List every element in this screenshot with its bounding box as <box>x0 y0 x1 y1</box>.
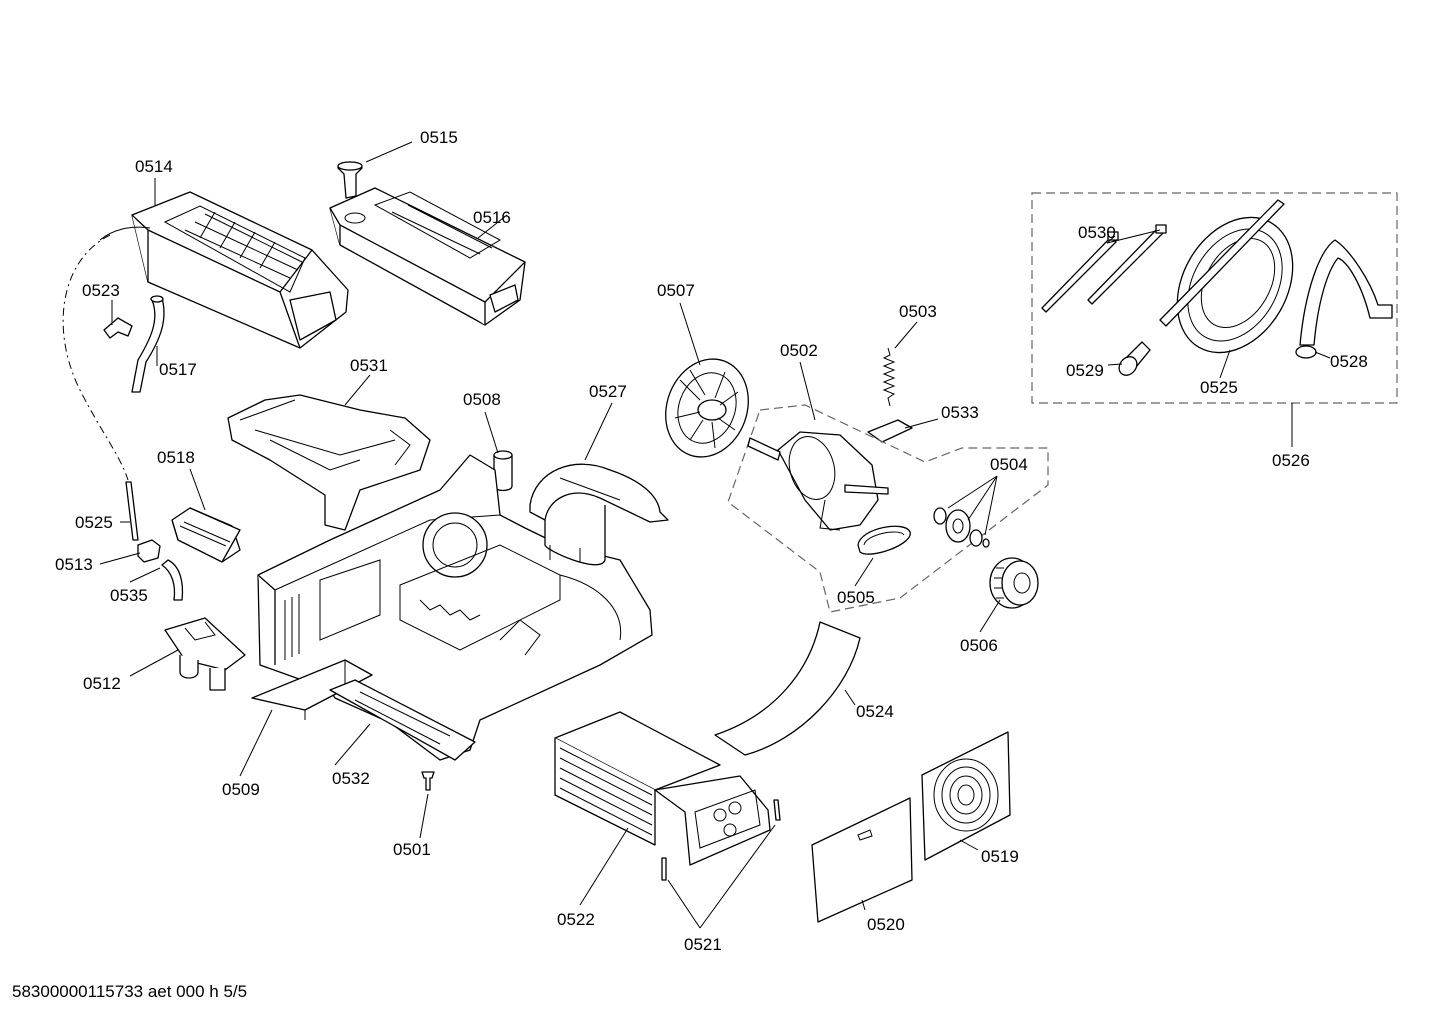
callout-0525-kit: 0525 <box>1200 378 1238 397</box>
part-pump-unit <box>164 617 246 691</box>
part-clip <box>103 317 133 339</box>
part-fan-wheel <box>665 358 749 458</box>
callout-0513: 0513 <box>55 555 93 574</box>
callout-0508: 0508 <box>463 390 501 409</box>
callout-0516: 0516 <box>473 208 511 227</box>
part-latch-pair <box>661 799 781 881</box>
callout-0525-left: 0525 <box>75 513 113 532</box>
callout-0522: 0522 <box>557 910 595 929</box>
callout-0504: 0504 <box>990 455 1028 474</box>
callout-0524: 0524 <box>856 702 894 721</box>
part-cable-ties <box>1041 224 1167 313</box>
callout-0532: 0532 <box>332 769 370 788</box>
cable-route-line <box>62 234 129 481</box>
part-access-panel <box>811 797 913 923</box>
callout-0521: 0521 <box>684 935 722 954</box>
part-motor-bracket <box>867 419 913 443</box>
callout-0501: 0501 <box>393 840 431 859</box>
callout-0526: 0527 <box>589 382 627 401</box>
leader-lines <box>99 141 1331 929</box>
document-code: 58300000115733 aet 000 h 5/5 <box>12 982 247 1001</box>
part-half-shell-cover <box>529 463 669 566</box>
part-base-housing <box>257 454 653 761</box>
part-hose-elbow <box>161 559 184 601</box>
part-drain-hose-coil <box>1159 199 1294 354</box>
callout-0520: 0520 <box>867 915 905 934</box>
accessory-kit-outline <box>1031 192 1398 404</box>
callout-0509: 0509 <box>222 780 260 799</box>
callout-0531: 0531 <box>350 356 388 375</box>
part-flap-plate <box>251 659 373 720</box>
part-screw <box>421 771 435 791</box>
part-pulley-set <box>933 507 990 548</box>
callout-0533: 0533 <box>941 403 979 422</box>
part-grille-panel <box>921 731 1011 861</box>
callout-0502: 0502 <box>780 341 818 360</box>
motor-group-outline <box>727 404 1049 613</box>
callout-0528: 0528 <box>1330 352 1368 371</box>
callout-0535: 0535 <box>110 586 148 605</box>
part-drive-belt <box>857 525 911 555</box>
callout-0514: 0514 <box>135 157 173 176</box>
part-fan-drum <box>989 557 1039 609</box>
part-motor <box>747 431 889 531</box>
part-filter-box <box>171 507 241 563</box>
callout-0503: 0503 <box>899 302 937 321</box>
part-water-tray <box>99 191 349 349</box>
callout-0517: 0517 <box>159 360 197 379</box>
callout-0530: 0530 <box>1078 223 1116 242</box>
callout-0527: 0526 <box>1272 451 1310 470</box>
part-spring <box>882 347 896 407</box>
callout-0523: 0523 <box>82 281 120 300</box>
part-hose-nozzle <box>1118 341 1151 376</box>
callout-0519: 0519 <box>981 847 1019 866</box>
callout-0507: 0507 <box>657 281 695 300</box>
callout-0506: 0506 <box>960 636 998 655</box>
part-connector <box>137 539 161 563</box>
callout-0515: 0515 <box>420 128 458 147</box>
callout-0505: 0505 <box>837 588 875 607</box>
part-small-hose <box>125 481 139 541</box>
part-hose <box>131 295 165 393</box>
part-curved-seal <box>714 621 861 756</box>
callout-labels: 0514 0515 0516 0523 0517 0531 0508 0527 … <box>55 128 1368 954</box>
part-condensate-container <box>329 187 526 326</box>
part-drain-cap <box>337 161 363 199</box>
callout-0512: 0512 <box>83 674 121 693</box>
part-air-duct <box>227 394 431 531</box>
part-hose-bracket <box>1295 239 1393 359</box>
callout-0529: 0529 <box>1066 361 1104 380</box>
callout-0518: 0518 <box>157 448 195 467</box>
part-heat-exchanger <box>554 711 771 866</box>
part-seal-strip <box>329 679 476 761</box>
